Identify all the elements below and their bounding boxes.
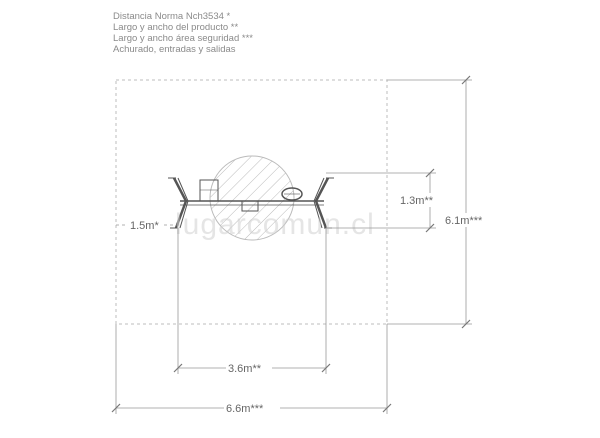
legend-product-size: Largo y ancho del producto ** [113,22,239,33]
safety-length-label: 6.6m*** [226,403,264,415]
watermark: lugarcomun.cl [175,208,375,241]
nest-swing [281,187,303,201]
safety-area-outline [115,79,388,325]
playground-equipment [168,177,334,229]
hatched-entry-zone [209,155,295,241]
legend-norm-distance: Distancia Norma Nch3534 * [113,11,231,22]
legend-hatched-entries: Achurado, entradas y salidas [113,44,236,55]
left-swing-frame [168,177,189,229]
clearance-label: 1.5m* [130,220,159,232]
legend: Distancia Norma Nch3534 * Largo y ancho … [113,11,253,55]
swing-seat [199,179,219,202]
product-depth-label: 1.3m** [400,195,434,207]
safety-depth-label: 6.1m*** [445,215,483,227]
legend-safety-area: Largo y ancho área seguridad *** [113,33,253,44]
product-length-label: 3.6m** [228,363,262,375]
swing-seat-flat [241,200,259,212]
